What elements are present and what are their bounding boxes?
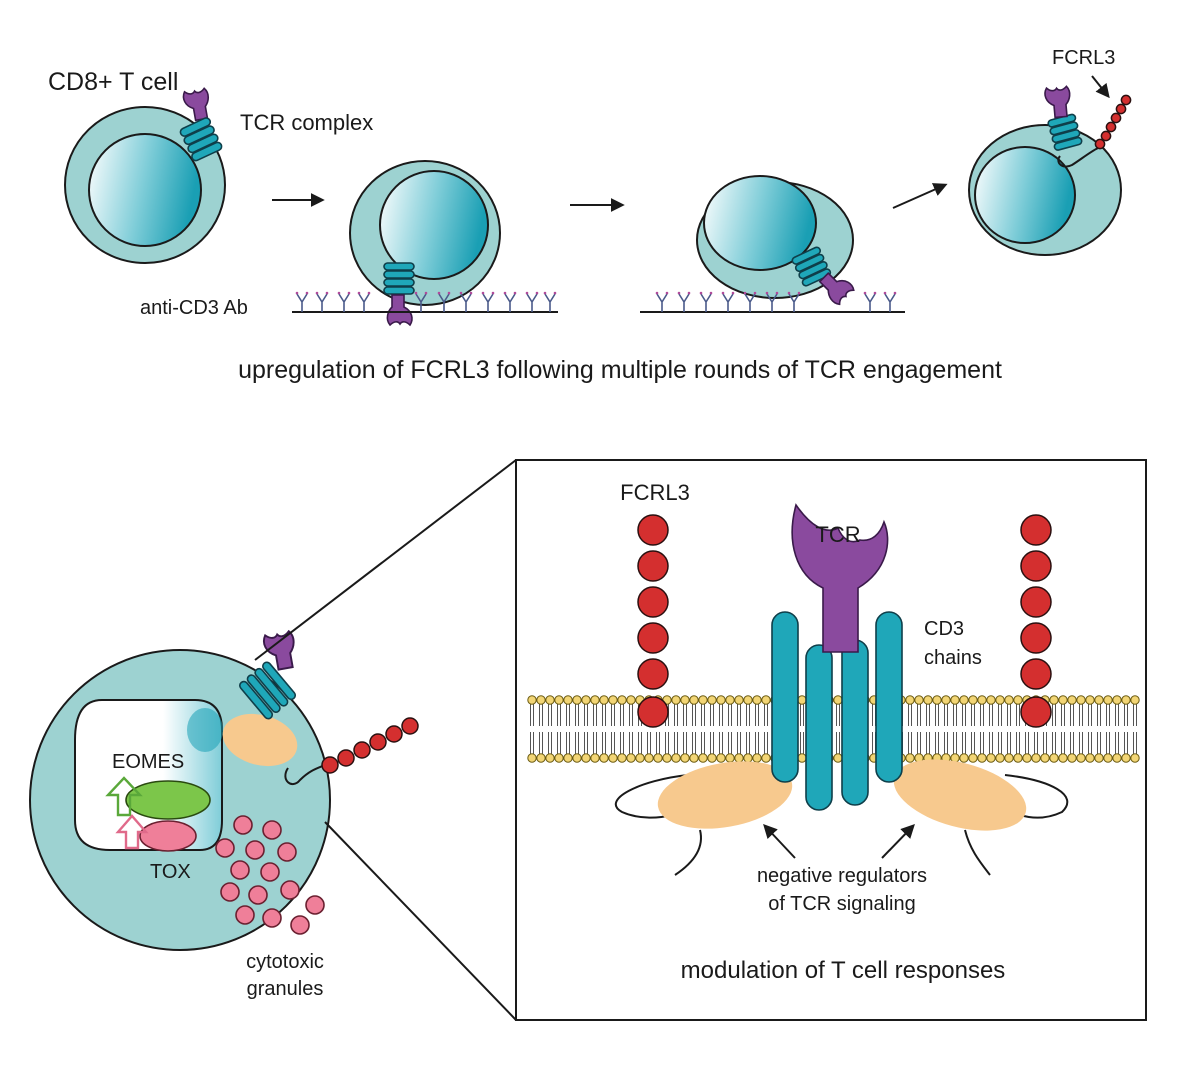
fcrl3-zoom-right xyxy=(1020,514,1052,728)
fcrl3-zoom-left xyxy=(637,514,669,728)
fcrl3-chain-small xyxy=(1094,94,1132,150)
cd3-label-line1: CD3 xyxy=(924,618,964,640)
tcr-complex-label: TCR complex xyxy=(240,110,373,135)
regulator-small xyxy=(222,713,298,767)
negative-regulator-right xyxy=(893,759,1027,831)
tcr-complex-icon xyxy=(1043,85,1083,151)
cd3-label-line2: chains xyxy=(924,647,982,669)
tcr-complex-icon xyxy=(383,262,415,326)
tcell-engaged-1 xyxy=(349,160,501,326)
granules-label-line2: granules xyxy=(247,978,324,1000)
regulator-arrow-right xyxy=(881,823,915,859)
antibody-surface-1 xyxy=(292,290,558,313)
tcr-zoom-label: TCR xyxy=(815,522,860,547)
fcrl3-pointer-arrow xyxy=(1091,75,1110,99)
tcell-resting xyxy=(64,87,226,264)
fcrl3-top-label: FCRL3 xyxy=(1052,47,1115,69)
cytotoxic-granules xyxy=(215,815,325,935)
fcrl3-chain-detail xyxy=(321,717,419,774)
eomes-protein xyxy=(125,780,211,820)
regulators-label-line1: negative regulators xyxy=(757,865,927,887)
eomes-label: EOMES xyxy=(112,751,184,773)
zoom-line-bottom xyxy=(324,821,517,1021)
tcell-engaged-2 xyxy=(696,175,856,307)
regulator-arrow-left xyxy=(763,823,796,859)
cd8-tcell-label: CD8+ T cell xyxy=(48,68,178,96)
tcr-complex-icon xyxy=(791,246,856,307)
tcr-complex-icon xyxy=(179,87,223,162)
tcr-receptor xyxy=(791,503,889,653)
regulators-label-line2: of TCR signaling xyxy=(768,893,915,915)
granules-label-line1: cytotoxic xyxy=(246,951,324,973)
top-caption: upregulation of FCRL3 following multiple… xyxy=(238,356,1002,384)
zoom-caption: modulation of T cell responses xyxy=(681,957,1006,984)
tox-protein xyxy=(139,820,197,852)
tcell-detail: EOMES TOX xyxy=(29,629,419,951)
tox-up-arrow-icon xyxy=(115,814,149,850)
antibody-surface-2 xyxy=(640,290,905,313)
cd3-chains xyxy=(771,611,903,811)
step-arrow-3 xyxy=(892,183,948,209)
tox-label: TOX xyxy=(150,861,191,883)
anti-cd3-ab-label: anti-CD3 Ab xyxy=(140,297,248,319)
tcell-fcrl3-positive xyxy=(968,85,1132,256)
negative-regulator-left xyxy=(657,761,793,829)
zoom-line-top xyxy=(254,459,517,661)
eomes-up-arrow-icon xyxy=(105,776,143,817)
fcrl3-zoom-label: FCRL3 xyxy=(620,480,690,505)
tcr-complex-icon xyxy=(239,629,300,720)
